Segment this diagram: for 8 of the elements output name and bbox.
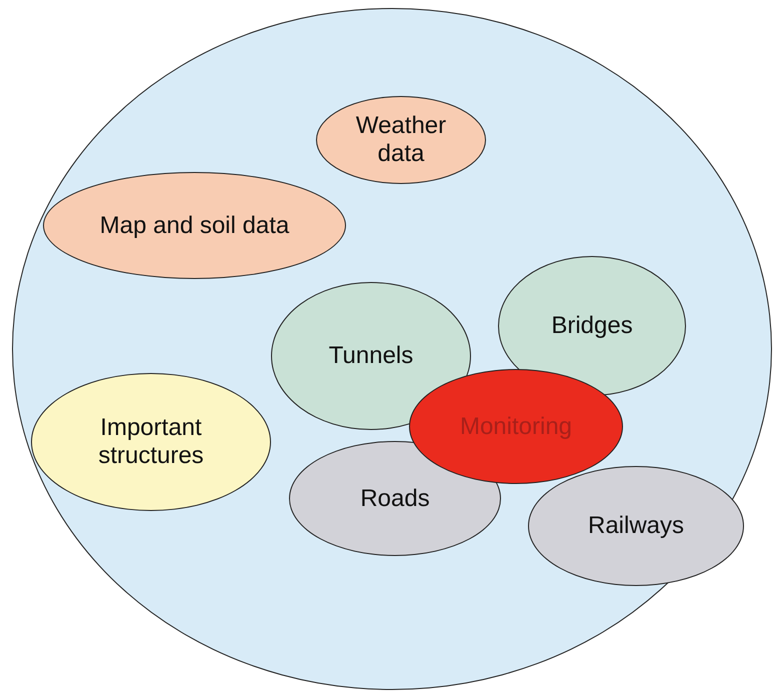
node-label: Roads [360, 484, 430, 512]
node-label: Monitoring [460, 412, 572, 440]
node-label: Weather data [354, 112, 448, 168]
node-label: Important structures [97, 414, 205, 470]
node-label: Tunnels [328, 342, 414, 370]
node-label: Railways [588, 512, 684, 540]
node-label: Map and soil data [100, 212, 290, 240]
node-label: Bridges [551, 312, 633, 340]
